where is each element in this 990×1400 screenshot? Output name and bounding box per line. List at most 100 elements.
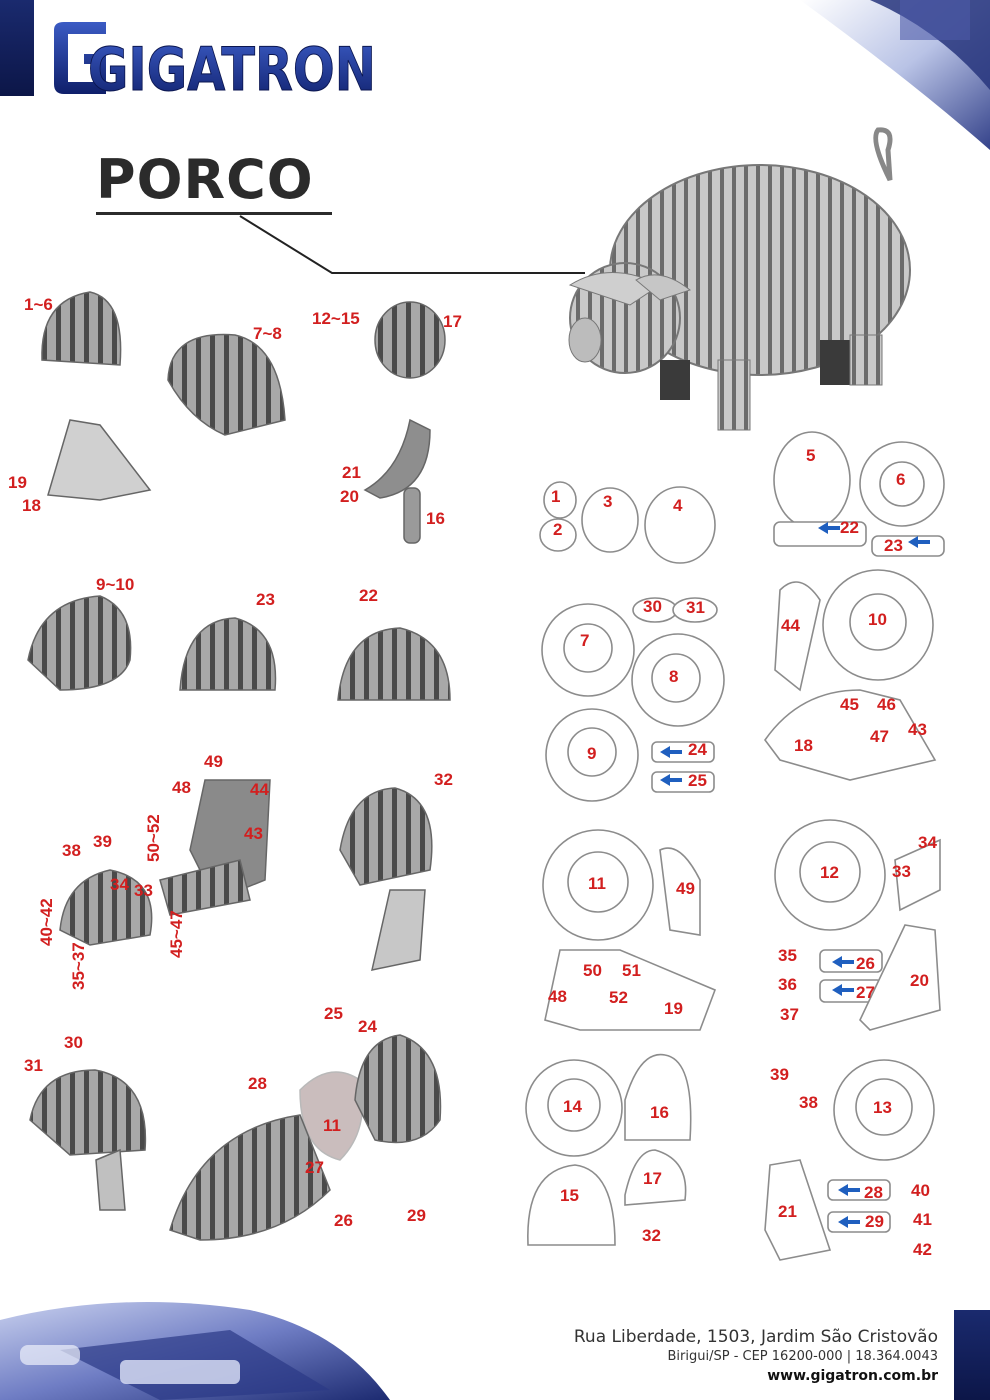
address-line-1: Rua Liberdade, 1503, Jardim São Cristovã… [573,1327,938,1347]
part-label: 11 [588,874,606,893]
part-label: 25 [688,771,707,790]
part-label: 40 [911,1181,930,1200]
part-label: 19 [664,999,683,1018]
part-label: 9 [587,744,597,763]
part-label: 4 [673,496,683,515]
part-label: 41 [913,1210,932,1229]
assembly-label: 22 [359,586,378,605]
part-label: 16 [650,1103,669,1122]
part-label: 47 [870,727,889,746]
part-label: 3 [603,492,613,511]
assembly-label: 29 [407,1206,426,1225]
corner-decoration-top-left [0,0,34,96]
assembly-label: 35~37 [69,942,88,990]
part-label: 18 [794,736,813,755]
assembly-label: 44 [250,780,269,799]
assembly-label: 43 [244,824,263,843]
part-label: 10 [868,610,887,629]
assembly-label: 50~52 [144,814,163,862]
part-label: 45 [840,695,859,714]
part-label: 21 [778,1202,797,1221]
part-label: 50 [583,961,602,980]
part-label: 23 [884,536,903,555]
part-label: 31 [686,598,705,617]
title-underline [96,212,332,215]
assembly-label: 34 [110,875,129,894]
assembly-label: 32 [434,770,453,789]
assembly-label: 30 [64,1033,83,1052]
assembly-label: 48 [172,778,191,797]
part-label: 38 [799,1093,818,1112]
assembly-label: 11 [323,1116,341,1135]
assembly-label: 18 [22,496,41,515]
assembly-label: 28 [248,1074,267,1093]
part-label: 46 [877,695,896,714]
part-label: 20 [910,971,929,990]
part-label: 42 [913,1240,932,1259]
part-label: 51 [622,961,641,980]
part-label: 6 [896,470,906,489]
part-label: 35 [778,946,797,965]
corner-decoration-top-right [800,0,990,150]
part-label: 33 [892,862,911,881]
footer-address: Rua Liberdade, 1503, Jardim São Cristovã… [574,1326,938,1386]
part-label: 36 [778,975,797,994]
assembly-label: 16 [426,509,445,528]
assembly-label: 25 [324,1004,343,1023]
part-label: 7 [580,631,590,650]
part-label: 37 [780,1005,799,1024]
assembly-label: 40~42 [37,898,56,946]
part-label: 43 [908,720,927,739]
part-label: 52 [609,988,628,1007]
corner-decoration-bottom-left [0,1302,390,1400]
part-label: 2 [553,520,563,539]
assembly-label: 17 [443,312,462,331]
part-label: 24 [688,740,707,759]
page-title: PORCO [96,148,314,211]
website-link[interactable]: www.gigatron.com.br [767,1368,938,1384]
assembly-label: 31 [24,1056,43,1075]
address-line-2: Birigui/SP - CEP 16200-000 | 18.364.0043 [667,1349,939,1364]
part-label: 29 [865,1212,884,1231]
part-label: 22 [840,518,859,537]
part-label: 28 [864,1183,883,1202]
part-label: 14 [563,1097,582,1116]
assembly-label: 27 [305,1158,324,1177]
assembly-label: 49 [204,752,223,771]
brand-logo: GIGATRON [54,22,377,100]
part-label: 48 [548,987,567,1006]
assembly-label: 19 [8,473,27,492]
part-label: 13 [873,1098,892,1117]
corner-decoration-bottom-right [954,1310,990,1400]
assembled-pig-illustration [568,127,911,431]
part-label: 17 [643,1169,662,1188]
assembly-label: 7~8 [253,324,282,343]
assembly-label: 26 [334,1211,353,1230]
part-label: 44 [781,616,800,635]
part-label: 34 [918,833,937,852]
assembly-label: 33 [134,881,153,900]
assembly-label: 39 [93,832,112,851]
part-label: 5 [806,446,816,465]
assembly-label: 9~10 [96,575,135,594]
assembly-label: 24 [358,1017,377,1036]
part-label: 39 [770,1065,789,1084]
assembly-label: 21 [342,463,361,482]
part-label: 8 [669,667,679,686]
part-label: 1 [551,487,561,506]
brand-logo-text: GIGATRON [88,35,376,100]
part-label: 15 [560,1186,579,1205]
assembly-label: 20 [340,487,359,506]
part-label: 30 [643,597,662,616]
assembly-label: 45~47 [167,910,186,958]
assembly-label: 23 [256,590,275,609]
part-label: 26 [856,954,875,973]
part-label: 27 [856,983,875,1002]
assembly-label: 38 [62,841,81,860]
part-label: 32 [642,1226,661,1245]
assembly-label: 12~15 [312,309,360,328]
part-label: 12 [820,863,839,882]
assembly-label: 1~6 [24,295,53,314]
part-label: 49 [676,879,695,898]
